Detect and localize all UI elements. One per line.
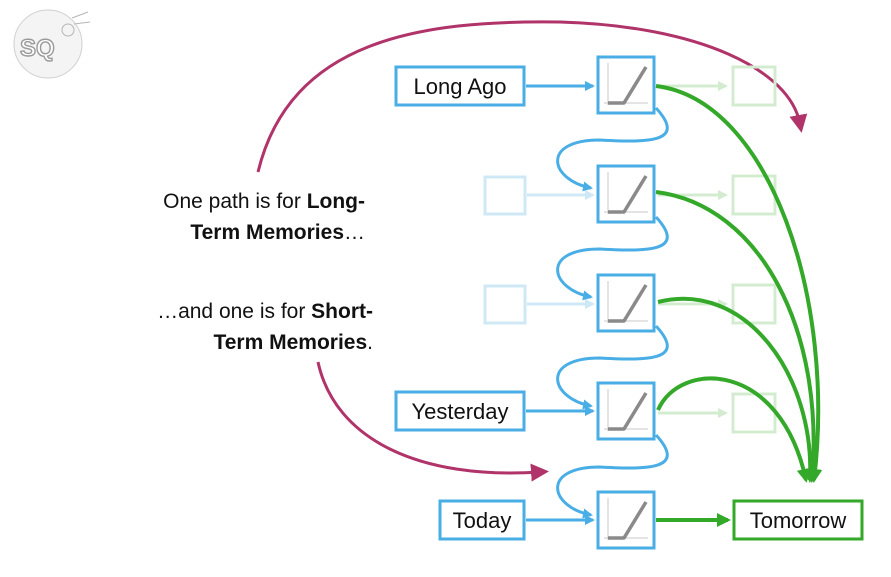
faded-input-box (483, 284, 527, 325)
output-arcs (655, 84, 823, 483)
svg-text:Long Ago: Long Ago (414, 74, 507, 99)
relu-activation-icon (596, 490, 656, 550)
relu-activation-icon (596, 55, 656, 115)
sq-logo-icon: SQ (13, 9, 91, 79)
caption-bold: Long- (306, 190, 365, 213)
caption-text: One path is for (163, 190, 307, 213)
svg-text:SQ: SQ (20, 35, 55, 62)
short-term-path-arrow (316, 361, 549, 482)
relu-activation-icon (596, 381, 656, 441)
caption-text: . (367, 331, 373, 354)
svg-text:Tomorrow: Tomorrow (750, 508, 847, 533)
recurrent-connections (556, 106, 669, 519)
svg-text:Yesterday: Yesterday (411, 399, 508, 424)
caption-bold: Short- (311, 300, 373, 323)
relu-activation-icon (596, 164, 656, 224)
svg-text:Today: Today (453, 508, 512, 533)
long-term-path-arrow (256, 20, 808, 173)
caption-bold: Term Memories (213, 331, 368, 354)
faded-input-box (483, 175, 527, 216)
input-node-yesterday: Yesterday (394, 390, 526, 432)
long-term-caption: One path is for Long- Term Memories… (60, 186, 365, 248)
caption-text: …and one is for (157, 300, 312, 323)
output-node-tomorrow: Tomorrow (732, 499, 864, 541)
relu-activation-icon (596, 273, 656, 333)
caption-text: … (344, 221, 365, 244)
short-term-caption: …and one is for Short- Term Memories. (60, 296, 373, 358)
input-node-today: Today (438, 499, 526, 541)
input-node-long-ago: Long Ago (394, 65, 526, 107)
caption-bold: Term Memories (190, 221, 344, 244)
